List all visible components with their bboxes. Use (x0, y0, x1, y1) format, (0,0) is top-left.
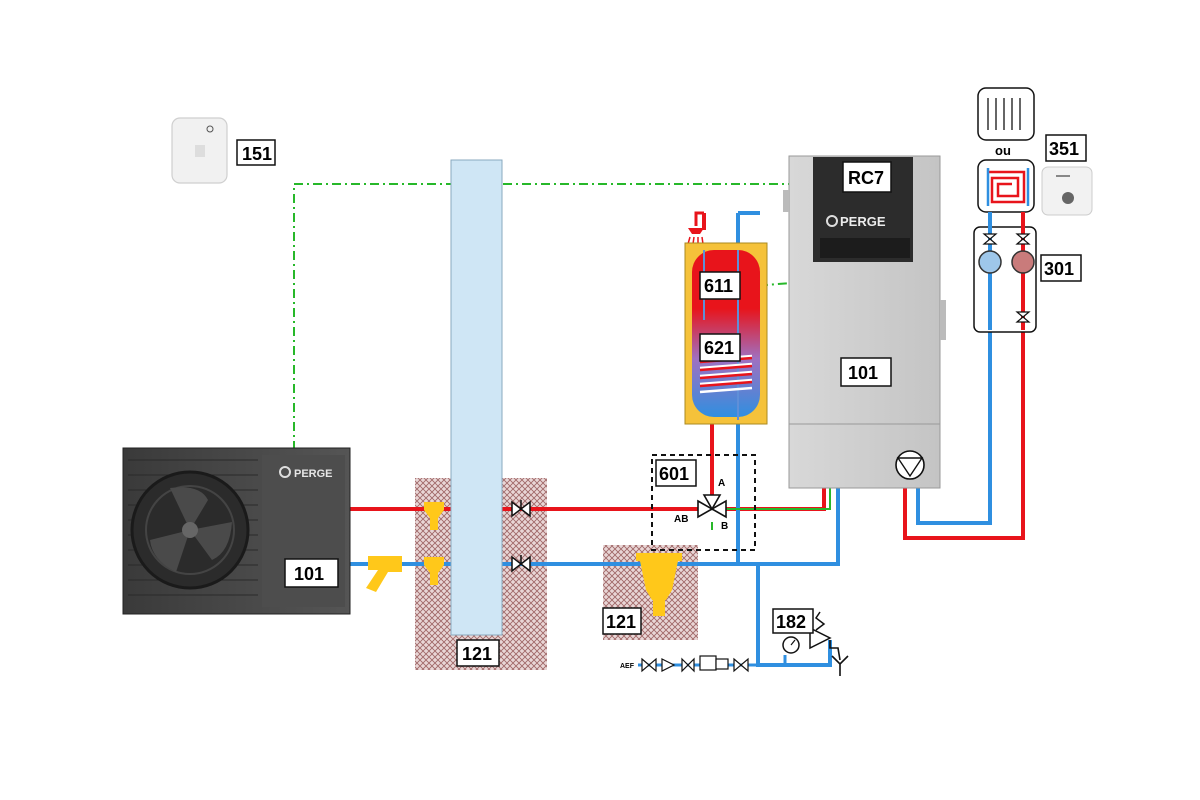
svg-text:101: 101 (294, 564, 324, 584)
label-121-left: 121 (456, 639, 500, 667)
svg-text:601: 601 (659, 464, 689, 484)
svg-text:121: 121 (462, 644, 492, 664)
signal-line-sensor-611 (739, 279, 831, 288)
heat-pump-unit: PERGE (122, 447, 351, 615)
label-121-right: 121 (602, 607, 642, 635)
aef-label: AEF (620, 663, 635, 670)
label-301: 301 (1040, 254, 1082, 282)
label-611: 611 (699, 271, 741, 300)
svg-text:151: 151 (242, 144, 272, 164)
shower-icon (687, 211, 704, 245)
label-182: 182 (772, 608, 814, 634)
three-way-valve-icon (697, 494, 727, 519)
floor-heating-icon (977, 159, 1035, 213)
circulator-cold-icon (978, 250, 1002, 274)
safety-valve-icon (809, 611, 832, 650)
isolation-valve-cold-icon (511, 555, 531, 573)
perge-logo-boiler-icon (826, 215, 838, 227)
svg-text:101: 101 (848, 363, 878, 383)
perge-brand-boiler: PERGE (840, 214, 886, 229)
svg-text:621: 621 (704, 338, 734, 358)
valve-port-a: A (718, 478, 725, 489)
svg-text:182: 182 (776, 612, 806, 632)
label-rc7: RC7 (842, 161, 892, 193)
or-text: ou (995, 143, 1011, 158)
inlet-valves-icon (641, 655, 749, 673)
mud-separator-icon (636, 553, 682, 616)
perge-logo-icon (279, 466, 291, 478)
drain-funnel-icon (829, 640, 849, 676)
radiator-icon (977, 87, 1035, 141)
circulator-hot-icon (1011, 250, 1035, 274)
svg-text:301: 301 (1044, 259, 1074, 279)
room-thermostat-icon (1041, 166, 1093, 216)
label-151: 151 (236, 139, 276, 166)
boiler-unit: PERGE (783, 155, 946, 489)
perge-brand-pac: PERGE (294, 468, 333, 480)
isolation-valve-hot-icon (511, 500, 531, 518)
svg-text:RC7: RC7 (848, 168, 884, 188)
buffer-column (450, 159, 503, 636)
label-601: 601 (655, 459, 697, 487)
signal-line-pac-to-regulator (293, 183, 815, 450)
svg-text:351: 351 (1049, 139, 1079, 159)
svg-text:611: 611 (704, 276, 733, 296)
y-filter-icon (366, 556, 402, 592)
air-separator-hot-icon (424, 502, 444, 530)
pressure-gauge-icon (782, 636, 800, 665)
wireless-controller-icon (171, 117, 228, 184)
air-separator-cold-icon (424, 557, 444, 585)
label-101-pac: 101 (284, 558, 339, 588)
label-351: 351 (1045, 134, 1087, 162)
svg-text:121: 121 (606, 612, 636, 632)
group-valves-icon (982, 233, 1031, 323)
label-101-boiler: 101 (840, 357, 892, 387)
label-621: 621 (699, 333, 741, 362)
valve-port-b: B (721, 521, 728, 532)
valve-port-ab: AB (674, 514, 688, 525)
